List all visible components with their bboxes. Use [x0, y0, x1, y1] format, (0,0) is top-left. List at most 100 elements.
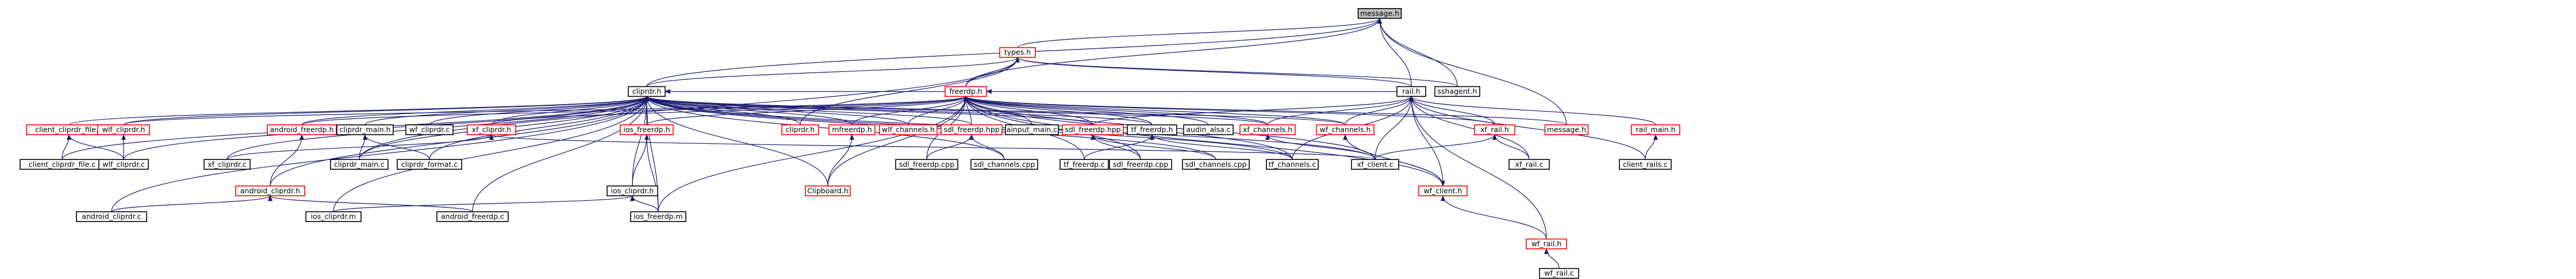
node-freerdp-h[interactable]: freerdp.h [945, 86, 987, 97]
node-sdl-channels-cpp-2[interactable]: sdl_channels.cpp [1182, 159, 1250, 170]
node-box[interactable] [940, 124, 1003, 135]
node-box[interactable] [267, 124, 337, 135]
node-audin-alsa-c[interactable]: audin_alsa.c [1183, 124, 1234, 135]
node-box[interactable] [628, 86, 666, 97]
node-cliprdr-h-2[interactable]: cliprdr.h [781, 124, 819, 135]
node-ios-cliprdr-h[interactable]: ios_cliprdr.h [606, 185, 658, 197]
node-cliprdr-main-h[interactable]: cliprdr_main.h [336, 124, 394, 135]
node-xf-cliprdr-c[interactable]: xf_cliprdr.c [204, 159, 251, 170]
node-wlf-channels-h[interactable]: wlf_channels.h [879, 124, 938, 135]
node-box[interactable] [999, 47, 1036, 58]
node-box[interactable] [1182, 159, 1250, 170]
node-box[interactable] [97, 124, 150, 135]
node-xf-rail-c[interactable]: xf_rail.c [1508, 159, 1550, 170]
node-cliprdr-main-c[interactable]: cliprdr_main.c [330, 159, 389, 170]
node-box[interactable] [895, 159, 958, 170]
node-rail-h[interactable]: rail.h [1396, 86, 1426, 97]
node-box[interactable] [1239, 124, 1296, 135]
node-box[interactable] [945, 86, 987, 97]
node-android-cliprdr-h[interactable]: android_cliprdr.h [235, 185, 305, 197]
node-box[interactable] [330, 159, 389, 170]
node-tf-channels-c[interactable]: tf_channels.c [1266, 159, 1319, 170]
node-android-cliprdr-c[interactable]: android_cliprdr.c [76, 211, 147, 222]
node-sdl-freerdp-cpp[interactable]: sdl_freerdp.cpp [895, 159, 958, 170]
node-message-h-2[interactable]: message.h [1544, 124, 1589, 135]
node-wf-client-h[interactable]: wf_client.h [1418, 185, 1468, 197]
node-sdl-freerdp-cpp-2[interactable]: sdl_freerdp.cpp [1109, 159, 1172, 170]
node-tf-freerdp-c[interactable]: tf_freerdp.c [1059, 159, 1109, 170]
node-box[interactable] [879, 124, 938, 135]
node-box[interactable] [405, 124, 454, 135]
node-android-freerdp-h[interactable]: android_freerdp.h [267, 124, 337, 135]
node-tf-freerdp-h[interactable]: tf_freerdp.h [1127, 124, 1177, 135]
node-box[interactable] [630, 211, 686, 222]
edge-audin_alsa_c-to-freerdp_h [963, 95, 1209, 125]
node-box[interactable] [1005, 124, 1059, 135]
node-wf-channels-h[interactable]: wf_channels.h [1316, 124, 1375, 135]
node-wf-cliprdr-c[interactable]: wf_cliprdr.c [405, 124, 454, 135]
node-cliprdr-format-c[interactable]: cliprdr_format.c [397, 159, 462, 170]
node-box[interactable] [1059, 159, 1109, 170]
node-client-rails-c[interactable]: client_rails.c [1619, 159, 1672, 170]
node-sshagent-h[interactable]: sshagent.h [1434, 86, 1480, 97]
node-box[interactable] [1631, 124, 1680, 135]
node-box[interactable] [1062, 124, 1124, 135]
node-ainput-main-c[interactable]: ainput_main.c [1005, 124, 1059, 135]
node-ios-freerdp-h[interactable]: ios_freerdp.h [620, 124, 674, 135]
node-mfreerdp-h[interactable]: mfreerdp.h [828, 124, 876, 135]
node-box[interactable] [1127, 124, 1177, 135]
node-box[interactable] [1266, 159, 1319, 170]
node-cliprdr-h[interactable]: cliprdr.h [628, 86, 666, 97]
node-box[interactable] [620, 124, 674, 135]
node-android-freerdp-c[interactable]: android_freerdp.c [436, 211, 509, 222]
node-ios-cliprdr-m[interactable]: ios_cliprdr.m [305, 211, 362, 222]
node-box[interactable] [1508, 159, 1550, 170]
node-box[interactable] [436, 211, 509, 222]
node-box[interactable] [606, 185, 658, 197]
node-client-cliprdr-file-h[interactable]: client_cliprdr_file.h [26, 124, 112, 135]
node-box[interactable] [1474, 124, 1515, 135]
node-box[interactable] [805, 185, 851, 197]
node-sdl-freerdp-hpp-2[interactable]: sdl_freerdp.hpp [1062, 124, 1124, 135]
node-box[interactable] [204, 159, 251, 170]
node-box[interactable] [781, 124, 819, 135]
node-box[interactable] [1351, 159, 1399, 170]
node-box[interactable] [1109, 159, 1172, 170]
node-wf-rail-c[interactable]: wf_rail.c [1539, 267, 1579, 279]
node-rail-main-h[interactable]: rail_main.h [1631, 124, 1680, 135]
node-xf-channels-h[interactable]: xf_channels.h [1239, 124, 1296, 135]
node-box[interactable] [1544, 124, 1589, 135]
node-types-h[interactable]: types.h [999, 47, 1036, 58]
node-box[interactable] [76, 211, 147, 222]
node-clipboard-h[interactable]: Clipboard.h [805, 185, 851, 197]
node-xf-rail-h[interactable]: xf_rail.h [1474, 124, 1515, 135]
node-box[interactable] [1619, 159, 1672, 170]
node-wlf-cliprdr-c[interactable]: wlf_cliprdr.c [98, 159, 149, 170]
node-wlf-cliprdr-h[interactable]: wlf_cliprdr.h [97, 124, 150, 135]
node-ios-freerdp-m[interactable]: ios_freerdp.m [630, 211, 686, 222]
node-message-h-root[interactable]: message.h [1357, 8, 1402, 19]
node-box[interactable] [828, 124, 876, 135]
node-box[interactable] [1539, 267, 1579, 279]
node-xf-client-c[interactable]: xf_client.c [1351, 159, 1399, 170]
node-client-cliprdr-file-c[interactable]: client_cliprdr_file.c [20, 159, 105, 170]
node-box[interactable] [1418, 185, 1468, 197]
node-wf-rail-h[interactable]: wf_rail.h [1526, 238, 1567, 250]
node-box[interactable] [336, 124, 394, 135]
node-box[interactable] [1526, 238, 1567, 250]
node-sdl-channels-cpp[interactable]: sdl_channels.cpp [970, 159, 1038, 170]
node-box[interactable] [1396, 86, 1426, 97]
node-box[interactable] [98, 159, 149, 170]
node-box[interactable] [305, 211, 362, 222]
node-box[interactable] [397, 159, 462, 170]
node-box[interactable] [467, 124, 516, 135]
node-sdl-freerdp-hpp[interactable]: sdl_freerdp.hpp [940, 124, 1003, 135]
node-box[interactable] [1183, 124, 1234, 135]
node-xf-cliprdr-h[interactable]: xf_cliprdr.h [467, 124, 516, 135]
edge-xf_client_c-to-rail_h [1375, 95, 1414, 160]
node-box[interactable] [1316, 124, 1375, 135]
node-box[interactable] [1357, 8, 1402, 19]
node-box[interactable] [1434, 86, 1480, 97]
node-box[interactable] [970, 159, 1038, 170]
node-box[interactable] [235, 185, 305, 197]
